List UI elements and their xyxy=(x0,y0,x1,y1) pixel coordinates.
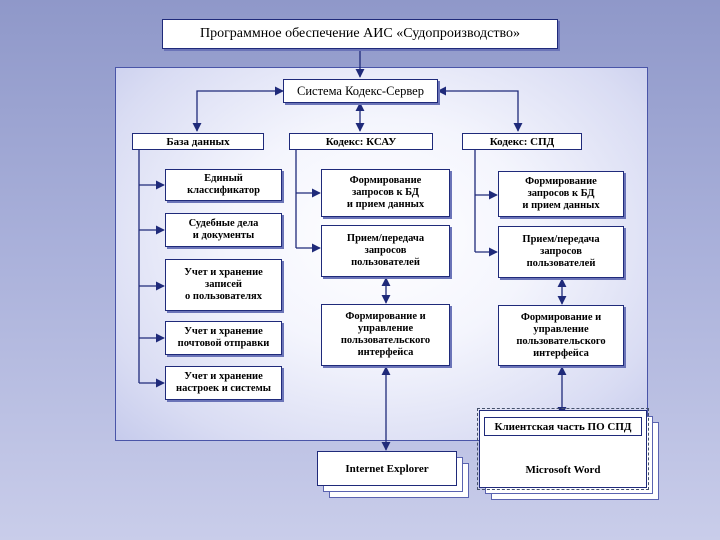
ksau-item-requests: Прием/передача запросов пользователей xyxy=(321,225,450,277)
db-item-settings: Учет и хранение настроек и системы xyxy=(165,366,282,400)
ksau-item-interface: Формирование и управление пользовательск… xyxy=(321,304,450,366)
spd-client-label: Клиентская часть ПО СПД xyxy=(484,417,642,436)
ie-box: Internet Explorer xyxy=(317,451,457,486)
db-item-mail: Учет и хранение почтовой отправки xyxy=(165,321,282,355)
spd-client-dashed-outline xyxy=(477,408,649,490)
db-item-classifier: Единый классификатор xyxy=(165,169,282,201)
word-label: Microsoft Word xyxy=(525,464,601,476)
db-item-users: Учет и хранение записей о пользователях xyxy=(165,259,282,311)
diagram-title: Программное обеспечение АИС «Судопроизво… xyxy=(162,19,558,49)
db-item-cases: Судебные дела и документы xyxy=(165,213,282,247)
spd-header: Кодекс: СПД xyxy=(462,133,582,150)
server-box: Система Кодекс-Сервер xyxy=(283,79,438,103)
spd-item-requests: Прием/передача запросов пользователей xyxy=(498,226,624,278)
spd-item-interface: Формирование и управление пользовательск… xyxy=(498,305,624,366)
ksau-item-queries: Формирование запросов к БД и прием данны… xyxy=(321,169,450,217)
ksau-header: Кодекс: КСАУ xyxy=(289,133,433,150)
db-header: База данных xyxy=(132,133,264,150)
spd-item-queries: Формирование запросов к БД и прием данны… xyxy=(498,171,624,217)
